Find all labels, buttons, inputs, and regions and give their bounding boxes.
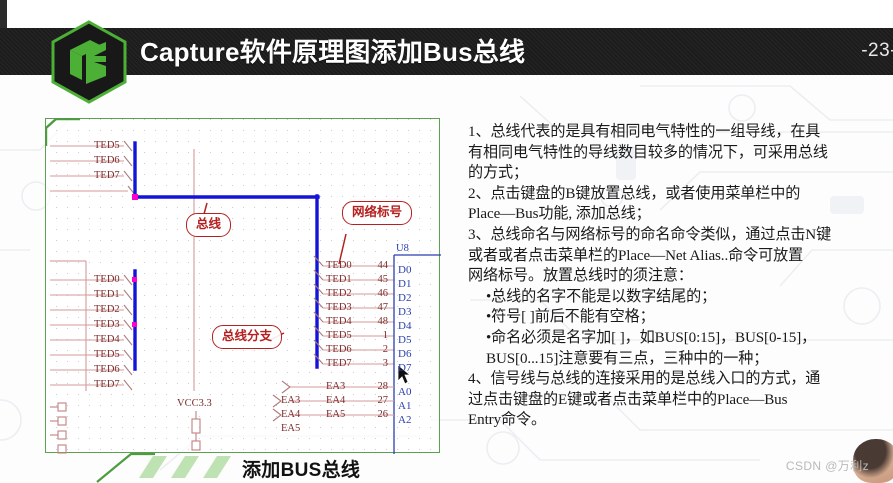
net-label: TED4 bbox=[326, 316, 352, 327]
watermark-avatar bbox=[853, 439, 893, 483]
net-label: TED1 bbox=[94, 289, 120, 300]
text-line: 3、总线命名与网络标号的命名命令类似，通过点击N键 bbox=[468, 226, 832, 243]
text-line: 1、总线代表的是具有相同电气特性的一组导线，在具 bbox=[468, 124, 821, 140]
text-line: 2、点击键盘的B键放置总线，或者使用菜单栏中的 bbox=[468, 185, 801, 202]
net-label: TED7 bbox=[94, 170, 120, 181]
net-label: TED3 bbox=[326, 302, 352, 313]
net-label: TED3 bbox=[94, 319, 120, 330]
page-title: Capture软件原理图添加Bus总线 bbox=[140, 37, 526, 67]
pin-number: 44 bbox=[377, 260, 389, 271]
pin-number: 26 bbox=[377, 409, 389, 420]
net-label: TED6 bbox=[94, 364, 120, 375]
pin-name: D3 bbox=[398, 306, 412, 318]
net-label: TED1 bbox=[326, 274, 352, 285]
left-dark-edge bbox=[0, 0, 7, 28]
text-line: Entry命令。 bbox=[468, 412, 547, 429]
pin-number: 47 bbox=[377, 302, 389, 313]
net-label: TED6 bbox=[326, 344, 352, 355]
text-line: Place—Bus功能, 添加总线； bbox=[468, 206, 651, 223]
pin-name: D0 bbox=[398, 264, 412, 276]
caption-text: 添加BUS总线 bbox=[242, 460, 361, 481]
net-label: TED7 bbox=[94, 379, 120, 390]
pin-number: 2 bbox=[382, 344, 388, 355]
pin-number: 48 bbox=[377, 316, 389, 327]
net-label: TED7 bbox=[326, 358, 352, 369]
pin-number: 28 bbox=[377, 381, 389, 392]
top-white-strip bbox=[0, 0, 893, 28]
net-label: EA5 bbox=[326, 409, 346, 420]
mouse-cursor bbox=[397, 364, 412, 385]
net-label: EA5 bbox=[281, 423, 301, 434]
net-label: EA4 bbox=[281, 409, 301, 420]
vcc-label: VCC3.3 bbox=[177, 398, 212, 409]
net-label: TED5 bbox=[94, 349, 120, 360]
pin-number: 3 bbox=[382, 358, 388, 369]
net-label: TED5 bbox=[326, 330, 352, 341]
text-line: 4、信号线与总线的连接采用的是总线入口的方式，通 bbox=[468, 371, 821, 388]
pin-name: D4 bbox=[398, 320, 412, 332]
pin-name: D7 bbox=[398, 362, 412, 374]
pin-name: A2 bbox=[398, 414, 412, 426]
net-label: TED2 bbox=[326, 288, 352, 299]
pin-name: D6 bbox=[398, 348, 412, 360]
net-label: EA4 bbox=[326, 395, 346, 406]
callout-bus: 总线 bbox=[186, 213, 232, 237]
net-label: TED4 bbox=[94, 334, 120, 345]
net-label: TED2 bbox=[94, 304, 120, 315]
callout-bus-branch: 总线分支 bbox=[212, 325, 283, 349]
explanation-text: 1、总线代表的是具有相同电气特性的一组导线，在具 有相同电气特性的导线数目较多的… bbox=[468, 122, 893, 431]
pin-number: 45 bbox=[377, 274, 389, 285]
header-band bbox=[0, 28, 893, 75]
pin-number: 46 bbox=[377, 288, 389, 299]
pin-number: 1 bbox=[382, 330, 388, 341]
net-label: TED5 bbox=[94, 140, 120, 151]
net-label: TED0 bbox=[94, 274, 120, 285]
schematic-corner-marker bbox=[45, 118, 80, 146]
net-label: EA3 bbox=[281, 395, 301, 406]
pin-number: 27 bbox=[377, 395, 389, 406]
text-line: 有相同电气特性的导线数目较多的情况下，可采用总线 bbox=[468, 144, 828, 161]
text-line: 或者或者点击菜单栏的Place—Net Alias..命令可放置 bbox=[468, 247, 804, 264]
text-line: 过点击键盘的E键或者点击菜单栏中的Place—Bus bbox=[468, 391, 788, 408]
pin-name: A1 bbox=[398, 400, 412, 412]
pin-name: D5 bbox=[398, 334, 412, 346]
schematic-dot-grid bbox=[46, 119, 439, 452]
page-number: -23- bbox=[861, 40, 893, 61]
text-line-bullet: •符号[ ]前后不能有空格； bbox=[486, 309, 655, 326]
text-line-bullet: BUS[0...15]注意要有三点，三种中的一种； bbox=[486, 350, 769, 367]
net-label: TED6 bbox=[94, 155, 120, 166]
text-line: 网络标号。放置总线时的须注意： bbox=[468, 268, 693, 285]
text-line-bullet: •命名必须是名字加[ ]，如BUS[0:15]，BUS[0-15]， bbox=[486, 329, 817, 346]
callout-net-alias: 网络标号 bbox=[342, 201, 413, 225]
text-line: 的方式； bbox=[468, 165, 528, 182]
component-refdes: U8 bbox=[396, 243, 409, 254]
schematic-wires bbox=[50, 140, 441, 454]
pin-name: D2 bbox=[398, 292, 412, 304]
pin-name: A0 bbox=[398, 386, 412, 398]
watermark-text: CSDN @万利z bbox=[785, 459, 869, 473]
green-hex-cube-logo bbox=[50, 20, 128, 104]
text-line-bullet: •总线的名字不能是以数字结尾的； bbox=[486, 288, 717, 305]
schematic-diagram: TED5 TED6 TED7 TED0 TED1 TED2 TED3 TED4 … bbox=[45, 118, 441, 454]
net-label: TED0 bbox=[326, 260, 352, 271]
caption-banner: 添加BUS总线 bbox=[95, 452, 425, 483]
pin-name: D1 bbox=[398, 278, 412, 290]
net-label: EA3 bbox=[326, 381, 346, 392]
